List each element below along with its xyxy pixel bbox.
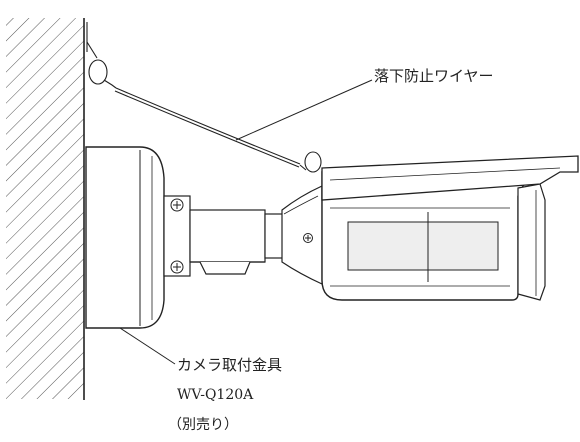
phillips-screw-icon xyxy=(170,198,184,212)
wire-cable xyxy=(115,87,301,165)
wire-anchor-loop xyxy=(88,59,108,85)
phillips-screw-icon xyxy=(170,260,184,274)
bracket-model-number: WV-Q120A xyxy=(177,387,254,403)
bracket-arm xyxy=(189,209,286,275)
safety-wire xyxy=(86,22,322,173)
wire-label-leader xyxy=(235,79,373,141)
joint-screw-icon xyxy=(303,233,313,243)
mount-bracket-label: カメラ取付金具 xyxy=(177,356,283,374)
camera-side-panels xyxy=(330,207,510,287)
camera-front-shroud xyxy=(517,183,546,301)
sold-separately-note: （別売り） xyxy=(168,417,238,433)
bracket-label-leader xyxy=(119,327,176,365)
wire-camera-loop xyxy=(304,151,322,173)
wall-hatching xyxy=(6,18,84,399)
camera-joint xyxy=(281,185,323,285)
wall xyxy=(6,18,85,400)
camera-sunshade xyxy=(321,155,579,201)
bracket-base xyxy=(85,146,165,329)
safety-wire-label: 落下防止ワイヤー xyxy=(374,67,494,85)
